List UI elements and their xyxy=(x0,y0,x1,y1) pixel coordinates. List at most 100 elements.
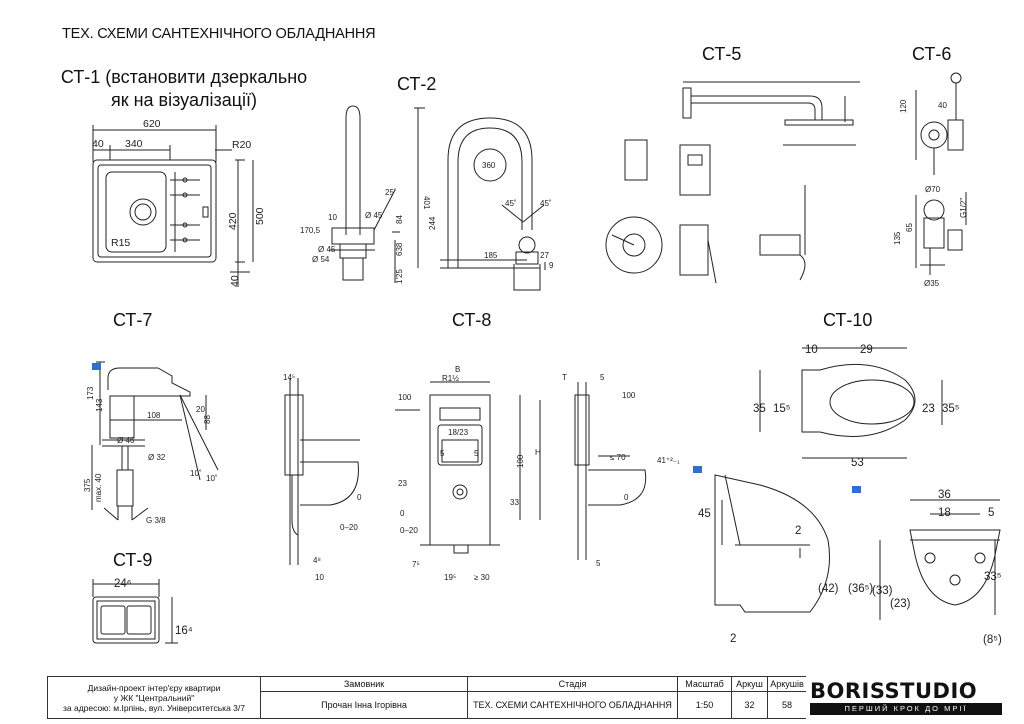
st2-dim: 1'25 xyxy=(395,269,404,284)
st1-dim-500: 500 xyxy=(254,207,266,225)
st10-code: СТ-10 xyxy=(823,310,873,330)
st10-dim: 15⁵ xyxy=(773,403,791,415)
note-icon[interactable] xyxy=(852,486,861,493)
note-icon[interactable] xyxy=(92,363,101,370)
note-icon[interactable] xyxy=(693,466,702,473)
st8-dim: 100 xyxy=(622,391,636,400)
st10-dim: 35⁵ xyxy=(942,403,960,415)
st8-dim: 100 xyxy=(516,454,525,468)
st8-code: СТ-8 xyxy=(452,310,492,330)
st2-code: СТ-2 xyxy=(397,74,437,94)
st10-dim: 2 xyxy=(795,525,801,537)
st7-basin-mixer-drawing xyxy=(91,361,219,521)
st2-dim: 10 xyxy=(328,213,337,222)
st6-dim: 120 xyxy=(899,99,908,113)
st1-dim-40: 40 xyxy=(229,275,241,287)
st10-dim: 18 xyxy=(938,507,951,519)
st2-dim: 45˚ xyxy=(505,199,517,208)
st8-dim: 0 xyxy=(400,509,405,518)
st8-dim: 0 xyxy=(624,493,629,502)
st10-dim: 10 xyxy=(805,344,818,356)
st10-dim: 5 xyxy=(988,507,994,519)
st10-dim: (36⁵) xyxy=(848,583,873,595)
st10-dim: 2 xyxy=(730,633,736,645)
st8-dim: 5 xyxy=(600,373,605,382)
st6-code: СТ-6 xyxy=(912,44,952,64)
st8-dim: 23 xyxy=(398,479,407,488)
st7-dim: 143 xyxy=(95,398,104,412)
st2-dim: 45˚ xyxy=(540,199,552,208)
st8-dim: 5 xyxy=(596,559,601,568)
st7-dim: 88 xyxy=(203,415,212,424)
st8-dim: 5 xyxy=(440,449,445,458)
st10-dim: (42) xyxy=(818,583,839,595)
st8-dim: 14⁵ xyxy=(283,373,295,382)
st8-dim: 18/23 xyxy=(448,428,469,437)
st7-dim: G 3/8 xyxy=(146,516,166,525)
client-value: Прочан Інна Ігорівна xyxy=(321,699,407,710)
st10-dim: (8⁵) xyxy=(983,634,1002,646)
st7-dim: Ø 46 xyxy=(117,436,135,445)
st2-faucet-drawing xyxy=(330,105,546,291)
st8-dim: 4⁸ xyxy=(313,556,321,565)
st5-shower-drawing xyxy=(605,81,860,284)
project-info: Дизайн-проект інтер'єру квартири у ЖК "Ц… xyxy=(48,677,261,718)
st8-dim: 33 xyxy=(510,498,519,507)
st10-toilet-drawing xyxy=(714,347,1001,620)
st1-title-line2: як на візуалізації) xyxy=(110,90,258,110)
scale-value: 1:50 xyxy=(695,699,714,710)
st8-dim: 7⁵ xyxy=(412,560,420,569)
st8-dim: R1½ xyxy=(442,374,459,383)
st8-dim: 41⁺²₋₁ xyxy=(657,456,680,465)
st2-dim: Ø 54 xyxy=(312,255,330,264)
project-line2: у ЖК "Центральний" xyxy=(113,692,195,703)
st8-dim: 0–20 xyxy=(400,526,418,535)
title-block: Дизайн-проект інтер'єру квартири у ЖК "Ц… xyxy=(47,676,1006,719)
st8-dim: T xyxy=(562,373,567,382)
st7-dim: Ø 32 xyxy=(148,453,166,462)
st8-dim: 5 xyxy=(474,449,479,458)
st1-dim-r20: R20 xyxy=(232,139,251,151)
st6-dim: 40 xyxy=(938,101,947,110)
st9-dim: 16⁴ xyxy=(175,625,193,637)
st6-dim: 135 xyxy=(893,231,902,245)
sheets-value: 58 xyxy=(781,699,792,710)
st2-dim: 9 xyxy=(549,261,554,270)
st7-dim: max. 40 xyxy=(94,473,103,502)
st8-dim: 0 xyxy=(357,493,362,502)
project-line1: Дизайн-проект інтер'єру квартири xyxy=(87,682,221,693)
st6-dim: Ø35 xyxy=(924,279,940,288)
st9-flush-plate-drawing xyxy=(92,579,178,644)
client-cell: Замовник Прочан Інна Ігорівна xyxy=(261,677,468,718)
st7-code: СТ-7 xyxy=(113,310,153,330)
st10-dim: 23 xyxy=(922,403,935,415)
stage-header: Стадія xyxy=(468,678,677,692)
st8-dim: H xyxy=(535,448,541,457)
st10-dim: (23) xyxy=(890,598,911,610)
st10-dim: 36 xyxy=(938,489,951,501)
st8-dim: 100 xyxy=(398,393,412,402)
st8-dim: 0–20 xyxy=(340,523,358,532)
st2-dim: 27 xyxy=(540,251,549,260)
st1-title: СТ-1 (встановити дзеркально як на візуал… xyxy=(60,66,308,112)
st9-code: СТ-9 xyxy=(113,550,153,570)
logo-name: BORISSTUDIO xyxy=(810,679,978,703)
st2-dim: 244 xyxy=(428,216,437,230)
st8-dim: ≥ 30 xyxy=(474,573,490,582)
st7-dim: 173 xyxy=(86,386,95,400)
sheet-cell: Аркуш 32 xyxy=(732,677,768,718)
st8-dim: 19⁵ xyxy=(444,573,456,582)
sheet-header: Аркуш xyxy=(732,678,767,692)
scale-cell: Масштаб 1:50 xyxy=(678,677,732,718)
st7-dim: 375 xyxy=(83,478,92,492)
st2-dim: 84 xyxy=(395,215,404,224)
st8-dim: B xyxy=(455,365,460,374)
st5-code: СТ-5 xyxy=(702,44,742,64)
logo-tagline: ПЕРШИЙ КРОК ДО МРІЇ xyxy=(810,703,1002,715)
st2-dim: 170,5 xyxy=(300,226,321,235)
st10-dim: (33) xyxy=(872,585,893,597)
sheets-cell: Аркушів 58 xyxy=(768,677,807,718)
stage-value: ТЕХ. СХЕМИ САНТЕХНІЧНОГО ОБЛАДНАННЯ xyxy=(473,699,672,710)
st10-dim: 29 xyxy=(860,344,873,356)
st2-dim: Ø 45 xyxy=(318,245,336,254)
